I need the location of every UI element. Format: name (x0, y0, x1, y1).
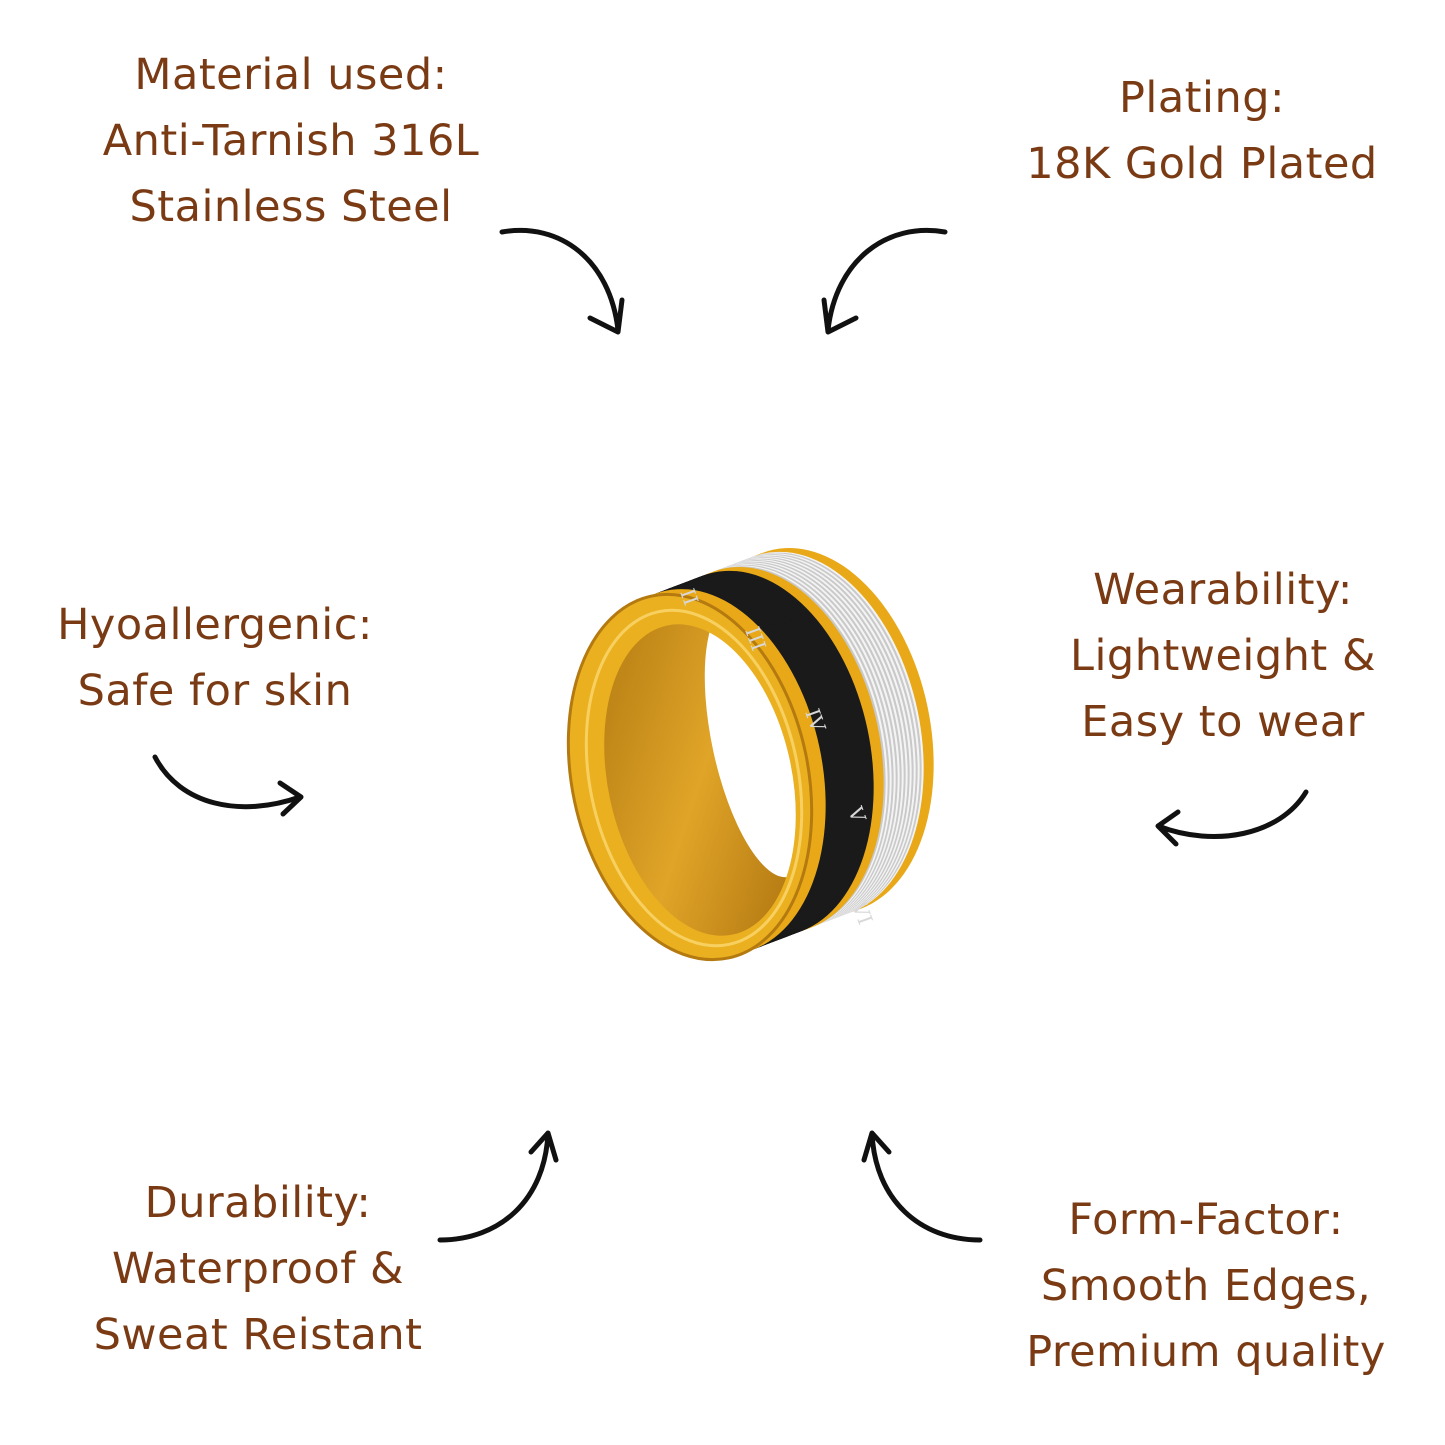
arrows (152, 228, 1309, 1243)
arrow-material-icon (499, 228, 625, 335)
feature-line: Stainless Steel (129, 182, 453, 232)
feature-line: Lightweight & (1070, 631, 1376, 681)
feature-plating: Plating: 18K Gold Plated (942, 65, 1445, 197)
feature-material: Material used: Anti-Tarnish 316L Stainle… (31, 42, 551, 240)
feature-line: 18K Gold Plated (1026, 139, 1378, 189)
feature-title: Durability: (144, 1178, 372, 1228)
feature-line: Smooth Edges, (1040, 1261, 1372, 1311)
feature-title: Material used: (134, 50, 448, 100)
feature-durability: Durability: Waterproof & Sweat Reistant (0, 1170, 518, 1368)
feature-wearability: Wearability: Lightweight & Easy to wear (963, 557, 1445, 755)
feature-line: Waterproof & (111, 1244, 405, 1294)
feature-line: Easy to wear (1081, 697, 1365, 747)
feature-form-factor: Form-Factor: Smooth Edges, Premium quali… (946, 1187, 1445, 1385)
arrow-wearability-icon (1155, 789, 1309, 847)
arrow-plating-icon (821, 228, 948, 335)
feature-title: Hyoallergenic: (57, 600, 373, 650)
ring-numeral: II (675, 586, 703, 609)
feature-line: Anti-Tarnish 316L (102, 116, 480, 166)
arrow-durability-icon (437, 1130, 559, 1243)
feature-line: Sweat Reistant (93, 1310, 423, 1360)
feature-hypoallergenic: Hyoallergenic: Safe for skin (0, 592, 475, 724)
arrow-hypoallergenic-icon (152, 754, 304, 817)
feature-line: Premium quality (1026, 1327, 1386, 1377)
feature-title: Wearability: (1093, 565, 1353, 615)
arrow-form-factor-icon (861, 1130, 983, 1243)
feature-title: Plating: (1118, 73, 1286, 123)
ring-front-face (566, 592, 816, 962)
feature-line: Safe for skin (77, 666, 353, 716)
feature-title: Form-Factor: (1068, 1195, 1344, 1245)
